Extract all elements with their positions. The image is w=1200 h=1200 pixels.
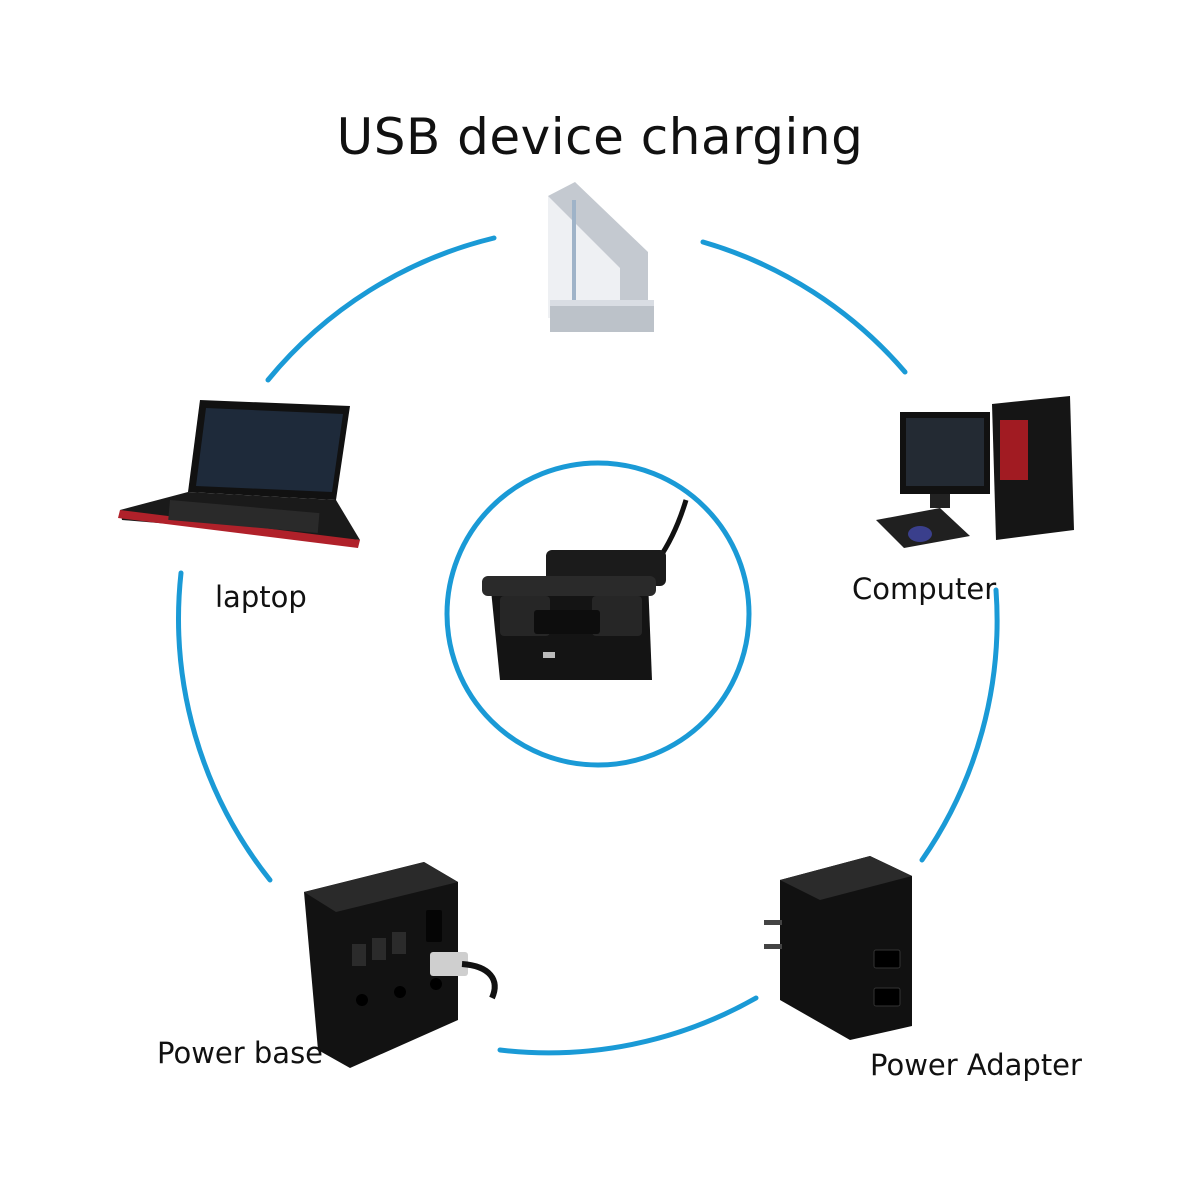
laptop-label: laptop — [215, 580, 307, 614]
computer-icon — [876, 396, 1074, 548]
game-console-icon — [548, 182, 654, 332]
power-adapter-icon — [764, 856, 912, 1040]
charging-dock-icon — [482, 499, 689, 680]
arc-right — [919, 587, 1000, 863]
outer-ring — [176, 235, 1000, 1056]
power-adapter-label: Power Adapter — [870, 1048, 1082, 1082]
arc-top-right — [700, 239, 908, 375]
arc-bottom — [497, 995, 759, 1056]
arc-left — [176, 570, 273, 883]
computer-label: Computer — [852, 572, 997, 606]
arc-top-left — [265, 235, 497, 383]
power-base-icon — [304, 862, 498, 1068]
diagram-title: USB device charging — [336, 108, 864, 166]
laptop-icon — [118, 400, 360, 548]
center-ring — [444, 460, 752, 768]
power-base-label: Power base — [157, 1036, 324, 1070]
